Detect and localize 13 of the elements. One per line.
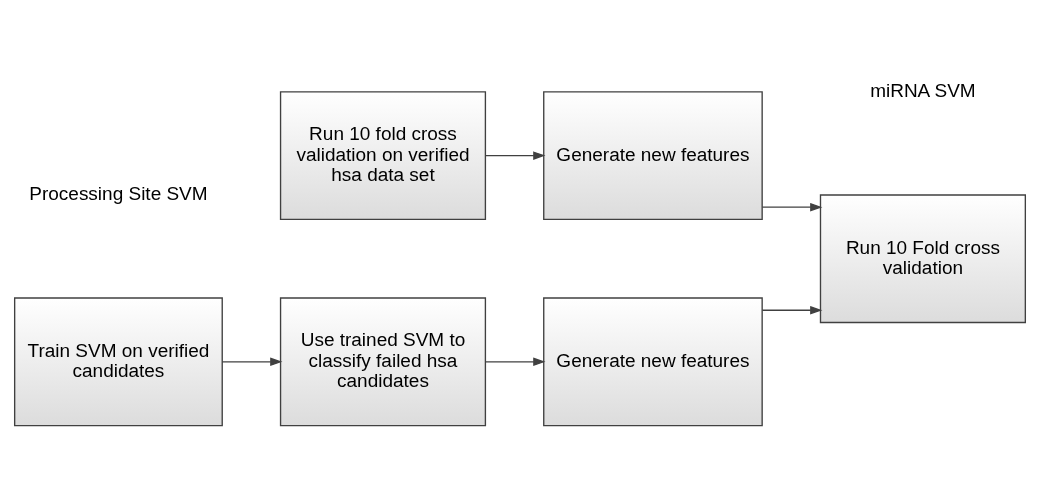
label: Processing Site SVM bbox=[28, 182, 208, 204]
node-box: Use trained SVM to classify failed hsa candidates bbox=[279, 297, 486, 427]
node-box: Run 10 Fold cross validation bbox=[819, 194, 1026, 324]
arrow bbox=[484, 357, 545, 367]
node-box: Run 10 fold cross validation on verified hsa data set bbox=[279, 91, 486, 221]
arrow bbox=[484, 151, 545, 160]
node-box: Generate new features bbox=[542, 297, 763, 427]
arrow bbox=[221, 357, 282, 367]
node-box: Train SVM on verified candidates bbox=[13, 297, 223, 427]
label: miRNA SVM bbox=[869, 79, 976, 101]
arrow bbox=[761, 202, 822, 212]
node-box: Generate new features bbox=[542, 91, 763, 221]
arrow bbox=[761, 306, 822, 315]
